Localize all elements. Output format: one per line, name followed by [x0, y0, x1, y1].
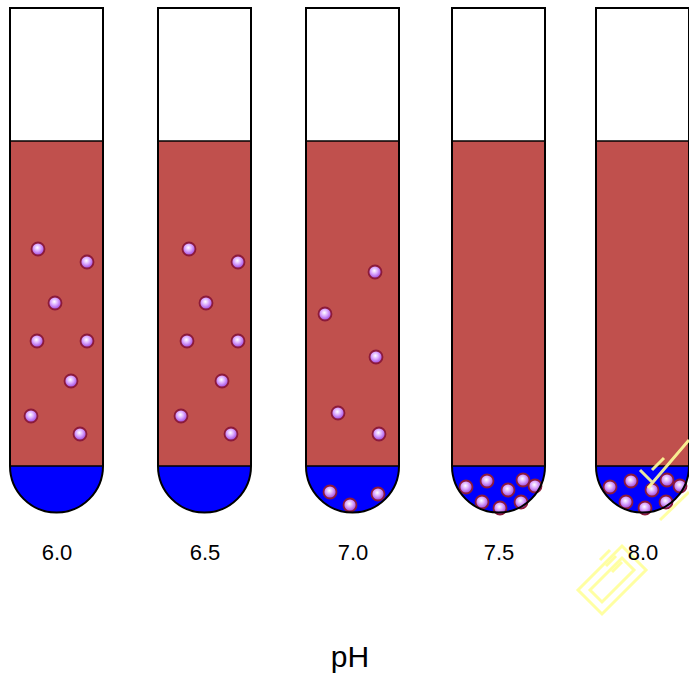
cell	[373, 428, 386, 441]
meniscus	[158, 140, 251, 142]
cell	[216, 375, 229, 388]
cell	[232, 335, 245, 348]
cell	[32, 243, 45, 256]
cell	[25, 410, 38, 423]
tube-air	[306, 8, 399, 141]
test-tube	[452, 8, 545, 515]
cell	[369, 266, 382, 279]
test-tube	[306, 8, 399, 513]
tube-air	[596, 8, 689, 141]
cell	[181, 335, 194, 348]
ph-value: 7.5	[484, 542, 515, 564]
ph-value: 7.0	[338, 542, 369, 564]
red-medium	[306, 141, 399, 466]
cell	[81, 335, 94, 348]
tube-air	[158, 8, 251, 141]
test-tube	[596, 8, 689, 515]
ph-value: 6.0	[42, 542, 73, 564]
meniscus	[306, 140, 399, 142]
blue-pellet	[10, 466, 103, 513]
cell	[65, 375, 78, 388]
tube-air	[10, 8, 103, 141]
red-medium	[10, 141, 103, 466]
test-tube	[10, 8, 103, 513]
meniscus	[10, 140, 103, 142]
test-tube	[158, 8, 251, 513]
ph-value: 8.0	[628, 542, 659, 564]
cell	[74, 428, 87, 441]
meniscus	[452, 140, 545, 142]
cell	[319, 308, 332, 321]
cell	[200, 297, 213, 310]
meniscus	[596, 140, 689, 142]
axis-title: pH	[331, 642, 369, 672]
cell	[81, 256, 94, 269]
cell	[370, 351, 383, 364]
layer-boundary	[10, 465, 103, 467]
ph-value: 6.5	[190, 542, 221, 564]
layer-boundary	[596, 465, 689, 467]
watermark-mark	[578, 440, 689, 614]
cell	[31, 335, 44, 348]
cell	[232, 256, 245, 269]
cell	[481, 475, 494, 488]
cell	[372, 488, 385, 501]
cell	[324, 486, 337, 499]
cell	[517, 474, 530, 487]
tube-outline	[10, 8, 103, 513]
blue-pellet	[306, 466, 399, 513]
red-medium	[452, 141, 545, 466]
cell	[502, 484, 515, 497]
cell	[661, 474, 674, 487]
red-medium	[158, 141, 251, 466]
tube-outline	[596, 8, 689, 513]
cell	[625, 475, 638, 488]
layer-boundary	[452, 465, 545, 467]
cell	[183, 243, 196, 256]
cell	[175, 410, 188, 423]
red-medium	[596, 141, 689, 466]
blue-pellet	[158, 466, 251, 513]
cell	[604, 481, 617, 494]
layer-boundary	[158, 465, 251, 467]
tube-outline	[306, 8, 399, 513]
tube-outline	[158, 8, 251, 513]
layer-boundary	[306, 465, 399, 467]
cell	[344, 499, 357, 512]
cell	[49, 297, 62, 310]
cell	[332, 407, 345, 420]
cell	[460, 481, 473, 494]
tube-air	[452, 8, 545, 141]
cell	[225, 428, 238, 441]
tube-outline	[452, 8, 545, 513]
